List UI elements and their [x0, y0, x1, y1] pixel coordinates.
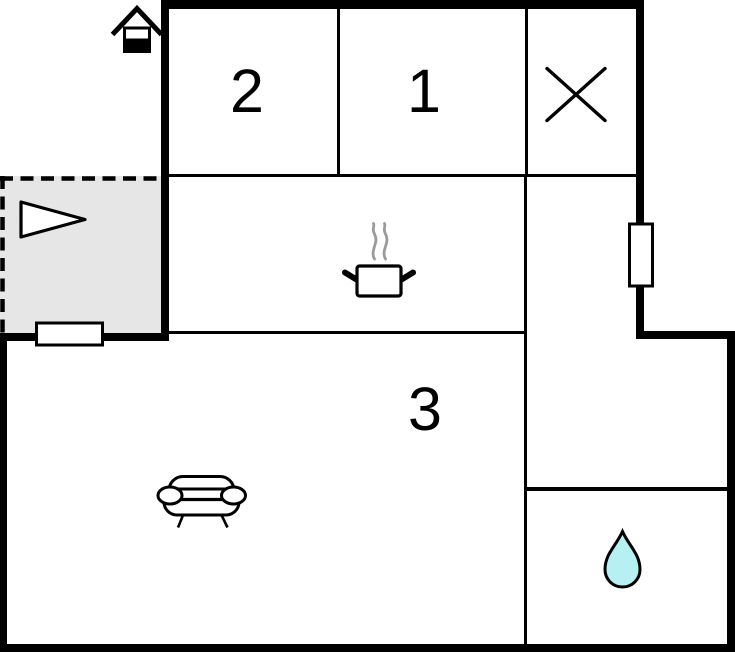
house-icon-window	[123, 26, 151, 42]
wall-upper-right	[636, 0, 644, 339]
wall-hall-bathroom	[527, 487, 727, 491]
steam-icon	[382, 222, 389, 261]
window-symbol-right-wall	[628, 222, 654, 288]
house-icon-roof	[110, 4, 164, 37]
wall-room1-crossroom	[525, 9, 528, 177]
room-3-label: 3	[408, 375, 442, 443]
room-2-label: 2	[230, 57, 264, 125]
wall-room2-room1	[337, 9, 340, 177]
room-labels: 2 1 3	[230, 57, 442, 443]
wall-below-top-rooms	[169, 174, 636, 177]
cross-line-2	[545, 66, 607, 123]
sofa-icon	[156, 475, 247, 529]
wall-upper-left	[161, 0, 169, 341]
wall-left	[0, 333, 7, 652]
sofa-armrest-left	[156, 485, 184, 506]
cooking-pot-icon	[342, 222, 416, 298]
terrace-fill	[0, 176, 161, 333]
house-icon	[110, 4, 164, 53]
direction-arrow-icon	[19, 200, 87, 239]
wall-bottom	[0, 644, 735, 652]
windows	[35, 222, 654, 347]
wall-kitchen-hall	[524, 177, 527, 644]
wall-top	[161, 0, 644, 9]
room-1-label: 1	[407, 57, 441, 125]
interior-walls	[169, 9, 727, 644]
cross-marker-icon	[545, 66, 607, 123]
wall-right-step	[636, 331, 735, 339]
wall-lower-right	[727, 331, 735, 652]
sofa-armrest-right	[220, 485, 247, 506]
terrace-area	[0, 176, 161, 333]
pot-body	[355, 264, 403, 298]
house-icon-base	[123, 39, 151, 53]
window-symbol-terrace-wall	[35, 321, 104, 347]
water-drop-icon	[603, 527, 642, 589]
wall-kitchen-livingroom	[169, 331, 524, 334]
steam-icon	[371, 222, 378, 261]
